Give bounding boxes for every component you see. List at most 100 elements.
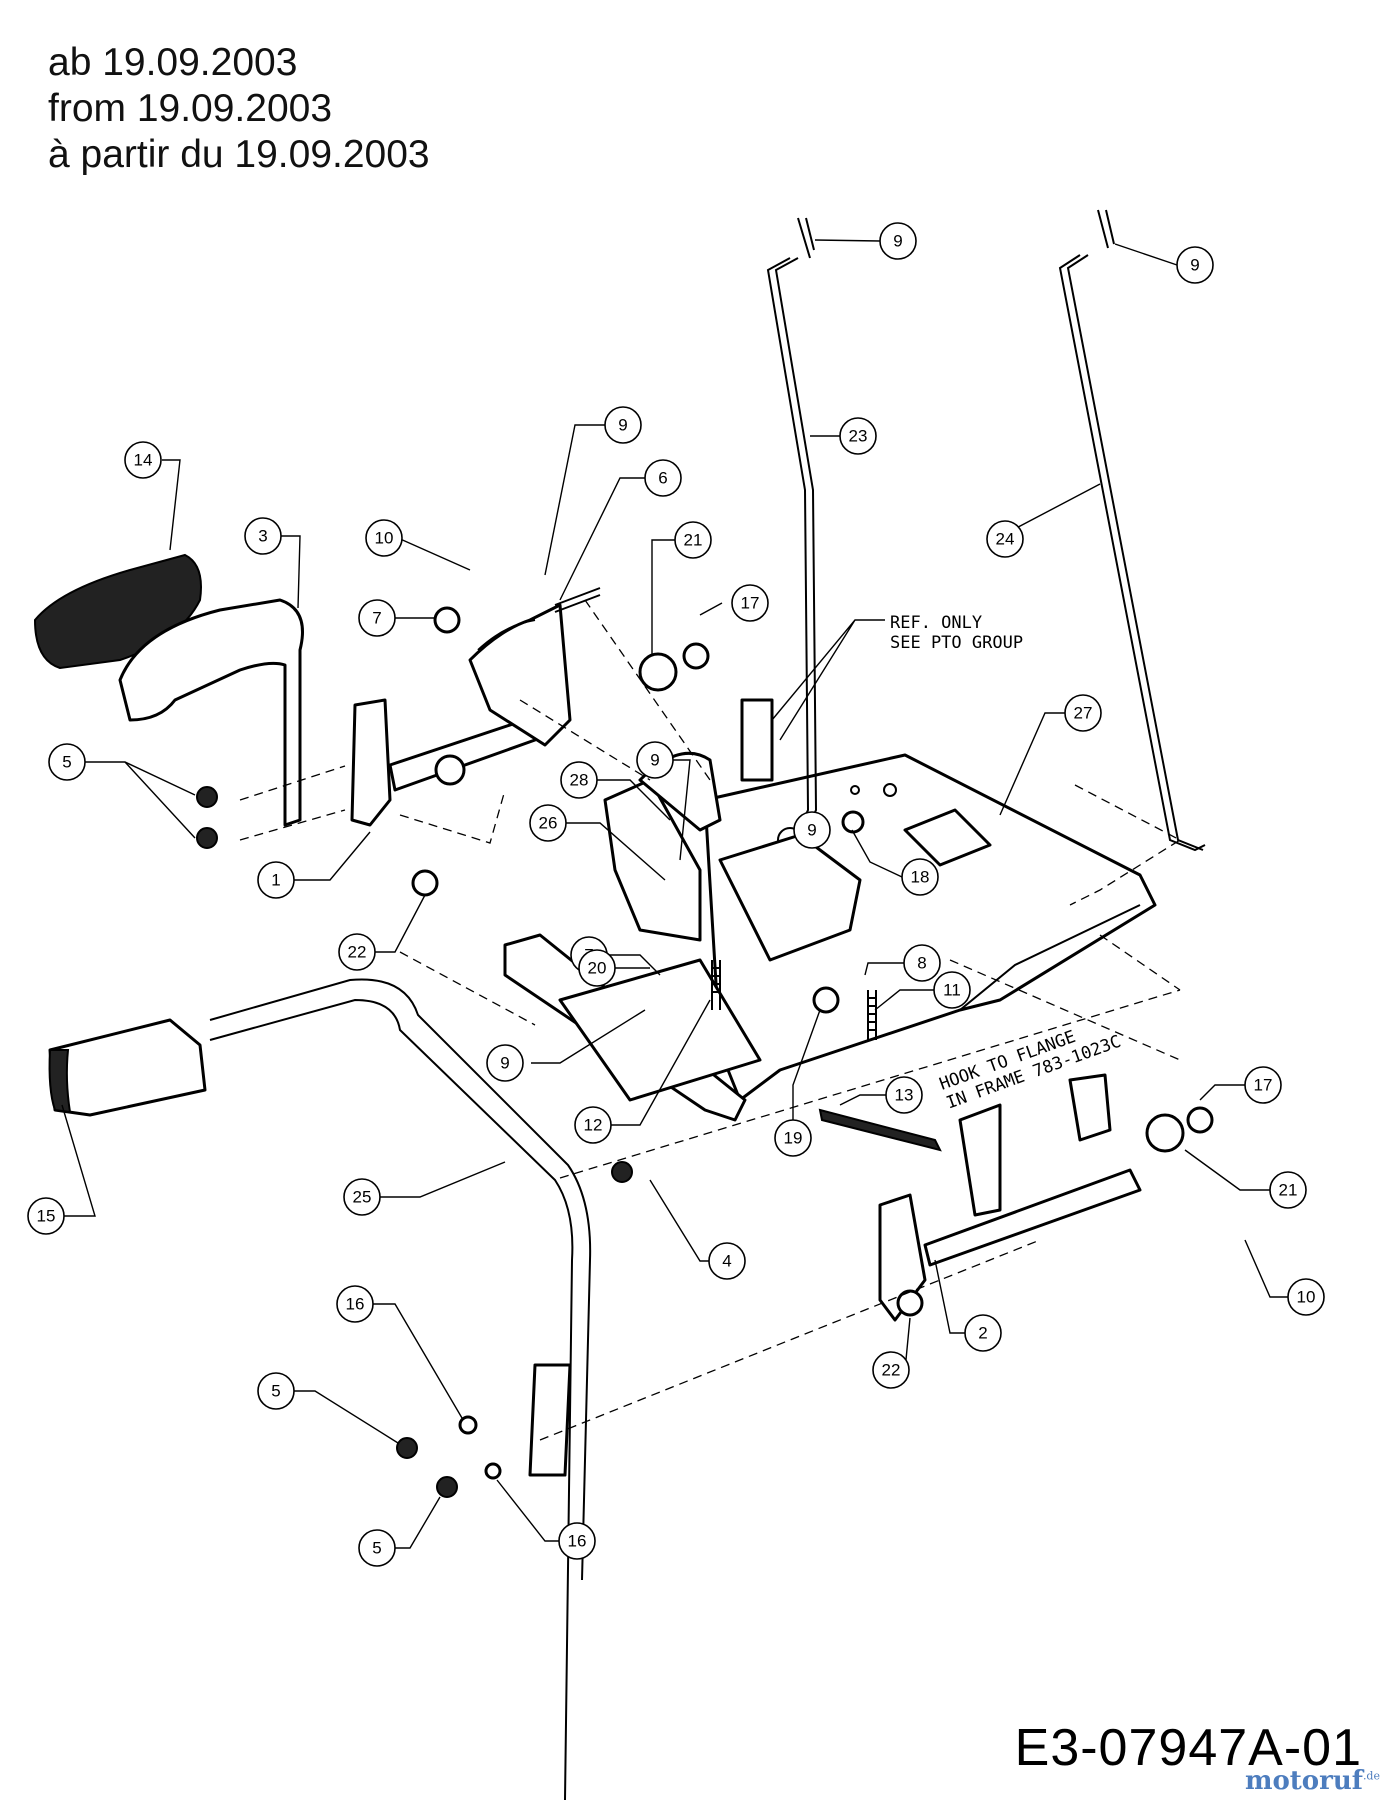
callout-11: 11	[933, 971, 971, 1009]
callout-9: 9	[486, 1044, 524, 1082]
svg-text:13: 13	[895, 1086, 914, 1105]
header-line-fr: à partir du 19.09.2003	[48, 133, 430, 176]
parts-drawing	[33, 209, 1214, 1800]
svg-text:19: 19	[784, 1129, 803, 1148]
callout-28: 28	[560, 761, 598, 799]
washer-18	[841, 810, 865, 834]
svg-text:27: 27	[1074, 704, 1093, 723]
svg-text:2: 2	[978, 1324, 987, 1343]
spring-12	[711, 960, 721, 1010]
svg-text:4: 4	[722, 1252, 731, 1271]
pto-tube	[740, 698, 774, 782]
svg-text:17: 17	[1254, 1076, 1273, 1095]
svg-text:22: 22	[882, 1361, 901, 1380]
spring-13	[818, 1108, 942, 1152]
callout-14: 14	[124, 441, 162, 479]
callout-9: 9	[879, 222, 917, 260]
callout-13: 13	[885, 1076, 923, 1114]
svg-text:9: 9	[618, 416, 627, 435]
center-bracket	[718, 833, 862, 962]
callout-9: 9	[1176, 246, 1214, 284]
washer-17-b	[1186, 1106, 1214, 1134]
bolt-5-a	[196, 786, 218, 808]
svg-text:16: 16	[568, 1532, 587, 1551]
callout-5: 5	[358, 1529, 396, 1567]
svg-text:18: 18	[911, 868, 930, 887]
callout-16: 16	[558, 1522, 596, 1560]
callout-9: 9	[636, 741, 674, 779]
svg-text:10: 10	[1297, 1288, 1316, 1307]
hook-22-a	[411, 869, 439, 897]
callout-10: 10	[365, 519, 403, 557]
washer-17-a	[682, 642, 710, 670]
callout-26: 26	[529, 804, 567, 842]
svg-text:3: 3	[258, 527, 267, 546]
lower-bracket	[558, 958, 762, 1102]
callout-17: 17	[731, 584, 769, 622]
svg-text:23: 23	[849, 427, 868, 446]
hook-22-b	[896, 1289, 924, 1317]
callout-18: 18	[901, 858, 939, 896]
svg-text:12: 12	[584, 1116, 603, 1135]
callout-bubbles: 9 9 23 24 9 6 14 3 10 21 17 7 27 5 9 28 …	[27, 222, 1325, 1567]
frame-plate-bend	[959, 904, 1141, 1011]
callout-10: 10	[1287, 1278, 1325, 1316]
quadrant-teeth	[477, 619, 536, 651]
callout-9: 9	[793, 811, 831, 849]
shaft-2	[923, 1168, 1142, 1267]
svg-text:7: 7	[372, 609, 381, 628]
ref-only-line2: SEE PTO GROUP	[890, 633, 1023, 653]
shaft-1	[388, 718, 537, 792]
cotter-pin	[1097, 209, 1115, 249]
grip-15	[48, 1018, 207, 1117]
callout-9: 9	[604, 406, 642, 444]
spring-11	[867, 990, 877, 1040]
callout-6: 6	[644, 459, 682, 497]
svg-text:22: 22	[348, 943, 367, 962]
header-block: ab 19.09.2003 from 19.09.2003 à partir d…	[48, 40, 430, 178]
svg-text:9: 9	[500, 1054, 509, 1073]
svg-text:11: 11	[943, 981, 961, 1000]
frame-bracket-block	[903, 808, 992, 867]
cotter-pin	[797, 217, 815, 259]
svg-text:16: 16	[346, 1295, 365, 1314]
ref-only-note: REF. ONLY SEE PTO GROUP	[771, 613, 1023, 741]
bolt-4	[611, 1161, 633, 1183]
nut-7	[433, 606, 461, 634]
frame-hole	[883, 783, 897, 797]
bolt-19	[812, 986, 840, 1014]
svg-text:9: 9	[650, 751, 659, 770]
watermark-suffix: .de	[1362, 1769, 1380, 1783]
callout-23: 23	[839, 417, 877, 455]
callout-17: 17	[1244, 1066, 1282, 1104]
svg-text:20: 20	[588, 959, 607, 978]
svg-text:24: 24	[996, 530, 1015, 549]
grip-15-cap	[48, 1049, 72, 1114]
callout-5: 5	[257, 1372, 295, 1410]
ref-only-line1: REF. ONLY	[890, 613, 982, 633]
callout-7: 7	[358, 599, 396, 637]
nut-21-b	[1145, 1113, 1185, 1153]
rod-6	[554, 587, 601, 613]
callout-19: 19	[774, 1119, 812, 1157]
svg-text:6: 6	[658, 469, 667, 488]
lever-25-b	[209, 978, 592, 1581]
callout-15: 15	[27, 1197, 65, 1235]
bolt-5-d	[436, 1476, 458, 1498]
drawing-number: E3-07947A-01	[1014, 1719, 1362, 1777]
pedal-3	[118, 598, 304, 827]
callout-20: 20	[578, 949, 616, 987]
callout-22: 22	[872, 1351, 910, 1389]
callout-4: 4	[708, 1242, 746, 1280]
callout-21: 21	[674, 521, 712, 559]
callout-8: 8	[903, 944, 941, 982]
svg-text:17: 17	[741, 594, 760, 613]
svg-text:9: 9	[1190, 256, 1199, 275]
rod-24-b	[1066, 254, 1204, 851]
nut-21-a	[638, 652, 678, 692]
bolt-5-b	[196, 827, 218, 849]
callout-2: 2	[964, 1314, 1002, 1352]
callout-22: 22	[338, 933, 376, 971]
plate-1	[350, 698, 392, 827]
